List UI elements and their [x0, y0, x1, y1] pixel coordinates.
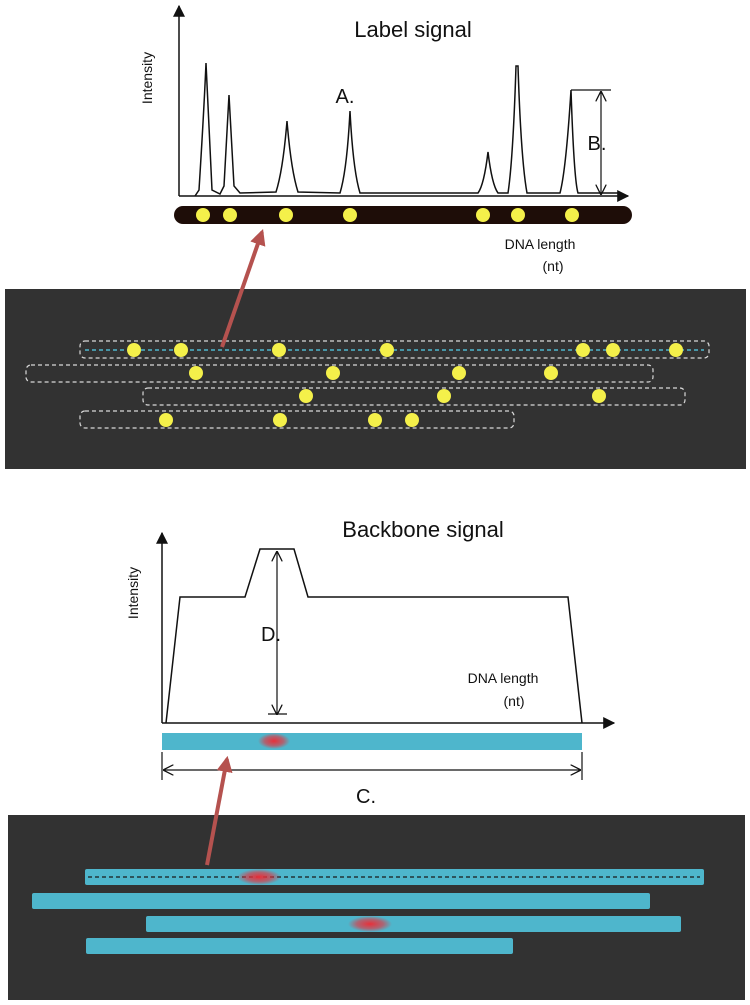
molecule-backbone	[86, 938, 513, 954]
width-label-c: C.	[356, 786, 376, 808]
label-peak-trace	[194, 62, 618, 197]
molecule-red-spot	[237, 869, 281, 885]
label-signal-title: Label signal	[354, 17, 471, 42]
label-dot	[592, 389, 606, 403]
label-dot	[452, 366, 466, 380]
molecule-red-spot	[348, 916, 392, 932]
peak-label-a: A.	[336, 86, 355, 108]
label-zoom-arrow	[220, 228, 266, 348]
backbone-signal-title: Backbone signal	[342, 517, 503, 542]
molecule-outline	[79, 410, 515, 429]
label-dot	[544, 366, 558, 380]
backbone-signal-panel: Backbone signal Intensity D. DNA length …	[125, 517, 616, 808]
height-label-b: B.	[588, 133, 607, 155]
label-image-panel	[5, 228, 746, 469]
label-dot	[189, 366, 203, 380]
label-dot	[196, 208, 210, 222]
label-dot	[326, 366, 340, 380]
backbone-y-axis-title: Intensity	[125, 567, 141, 619]
molecule-outline	[79, 340, 710, 359]
backbone-x-axis-title-line2: (nt)	[504, 693, 525, 709]
molecule-outline	[25, 364, 654, 383]
label-dot	[343, 208, 357, 222]
label-dot	[273, 413, 287, 427]
label-dark-image	[5, 289, 746, 469]
label-dot	[174, 343, 188, 357]
label-dot	[405, 413, 419, 427]
backbone-intensity-trace	[165, 548, 583, 724]
label-dot	[476, 208, 490, 222]
label-dot	[576, 343, 590, 357]
label-x-axis-title-line1: DNA length	[505, 236, 576, 252]
backbone-red-spot	[258, 733, 290, 749]
label-dot	[565, 208, 579, 222]
backbone-image-panel	[8, 755, 745, 1000]
label-dots-image	[127, 343, 683, 427]
molecule-backbone	[85, 869, 704, 885]
labeled-dna-strand	[174, 206, 632, 224]
label-dot	[272, 343, 286, 357]
label-dot	[511, 208, 525, 222]
backbone-bar	[162, 733, 582, 750]
backbone-zoom-arrow	[205, 755, 233, 866]
label-dot	[368, 413, 382, 427]
label-dot	[223, 208, 237, 222]
backbone-x-axis-title-line1: DNA length	[468, 670, 539, 686]
label-dot	[380, 343, 394, 357]
label-dot	[159, 413, 173, 427]
label-dot	[279, 208, 293, 222]
label-dot	[127, 343, 141, 357]
height-label-d: D.	[261, 624, 281, 646]
label-dot	[437, 389, 451, 403]
molecule-backbone	[146, 916, 681, 932]
label-dot	[669, 343, 683, 357]
label-y-axis-title: Intensity	[139, 52, 155, 104]
label-dots-strand	[196, 208, 579, 222]
molecule-backbone	[32, 893, 650, 909]
label-x-axis-title-line2: (nt)	[543, 258, 564, 274]
label-dot	[606, 343, 620, 357]
molecule-outline	[142, 387, 686, 406]
label-signal-panel: Label signal Intensity A. B. DNA length …	[139, 4, 632, 274]
label-dot	[299, 389, 313, 403]
